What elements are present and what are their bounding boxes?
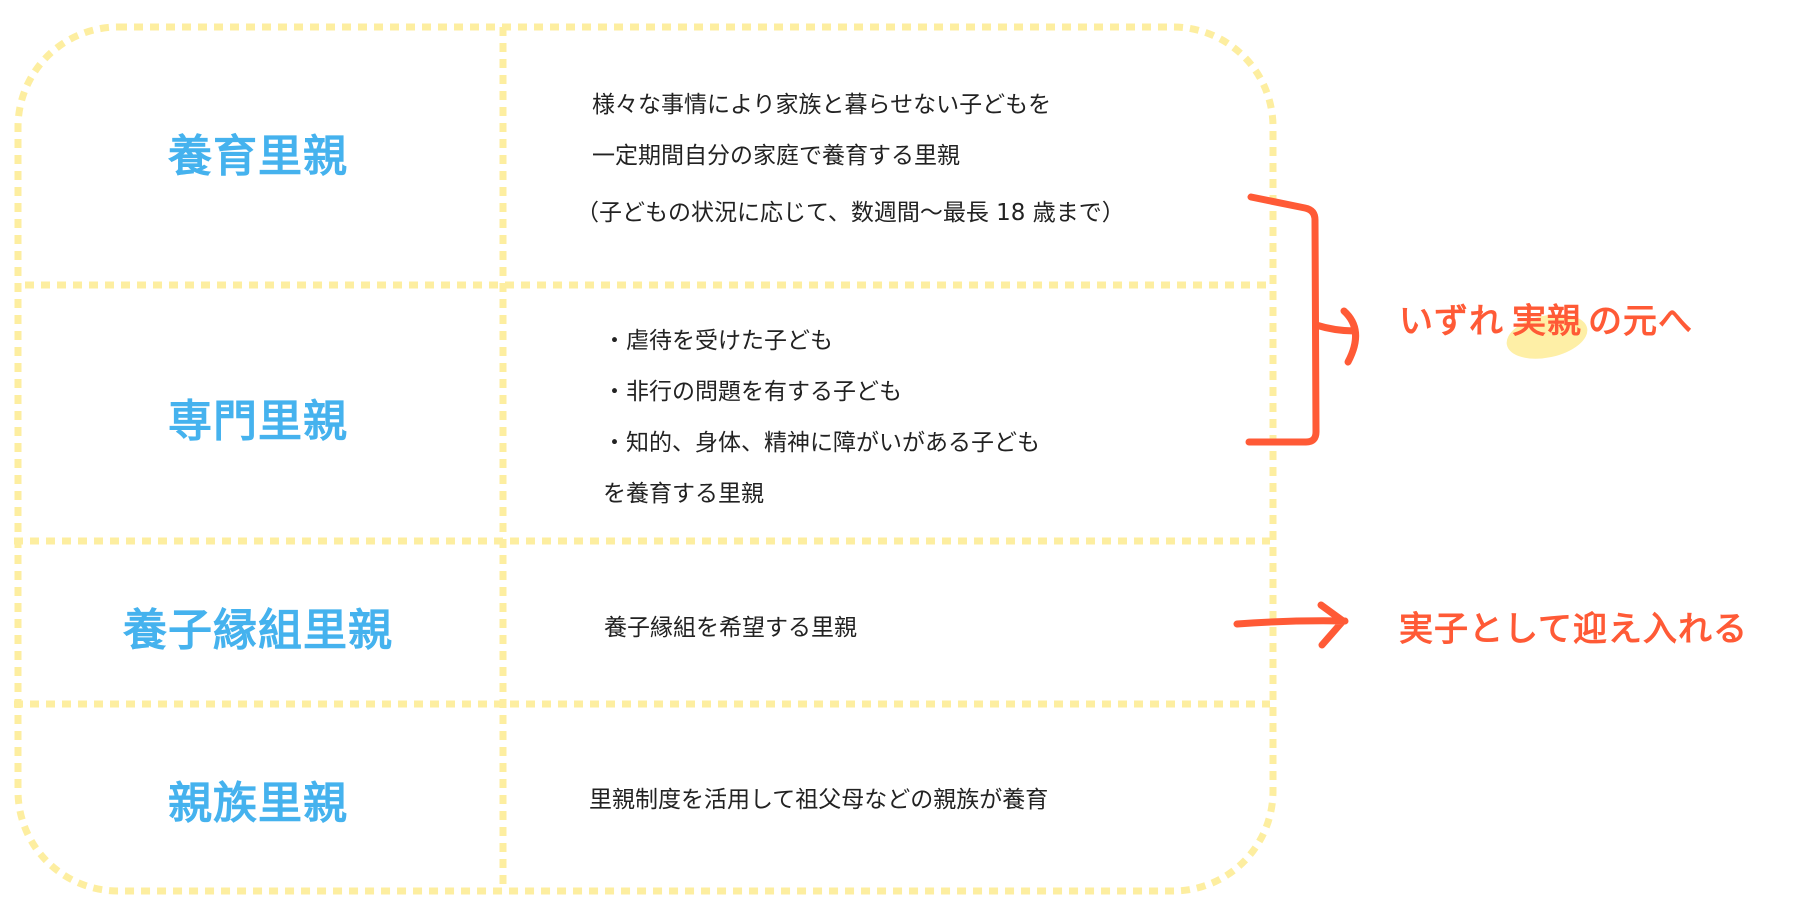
description-specialized: ・虐待を受けた子ども ・非行の問題を有する子ども ・知的、身体、精神に障がいがあ… [603, 316, 1040, 520]
description-line: を養育する里親 [603, 481, 764, 507]
row-label-specialized: 専門里親 [168, 396, 348, 447]
row-label-foster: 養育里親 [168, 131, 348, 182]
outer-border [14, 23, 1277, 895]
highlighted-text: 実親 [1512, 301, 1582, 342]
description-adoption: 養子縁組を希望する里親 [604, 603, 857, 654]
description-line: （子どもの状況に応じて、数週間〜最長 18 歳まで） [576, 200, 1125, 226]
bracket [1245, 193, 1320, 446]
description-line: 養子縁組を希望する里親 [604, 615, 857, 641]
note-return-to-parents: いずれ実親の元へ [1399, 294, 1693, 343]
description-foster: 様々な事情により家族と暮らせない子どもを 一定期間自分の家庭で養育する里親 （子… [576, 80, 1125, 239]
description-line: 里親制度を活用して祖父母などの親族が養育 [589, 787, 1049, 813]
row-label-kinship: 親族里親 [168, 778, 348, 829]
description-line: ・知的、身体、精神に障がいがある子ども [603, 430, 1040, 456]
description-line: 一定期間自分の家庭で養育する里親 [592, 143, 960, 169]
bracket-arrow [1312, 307, 1359, 366]
description-line: ・非行の問題を有する子ども [603, 379, 902, 405]
note-adopt-as-child: 実子として迎え入れる [1399, 609, 1748, 650]
description-kinship: 里親制度を活用して祖父母などの親族が養育 [589, 775, 1048, 826]
note-text: の元へ [1588, 301, 1693, 342]
adopt-arrow [1233, 601, 1349, 649]
description-line: 様々な事情により家族と暮らせない子どもを [592, 92, 1052, 118]
note-text: いずれ [1399, 301, 1504, 342]
row-label-adoption: 養子縁組里親 [123, 605, 393, 656]
description-line: ・虐待を受けた子ども [603, 328, 833, 354]
